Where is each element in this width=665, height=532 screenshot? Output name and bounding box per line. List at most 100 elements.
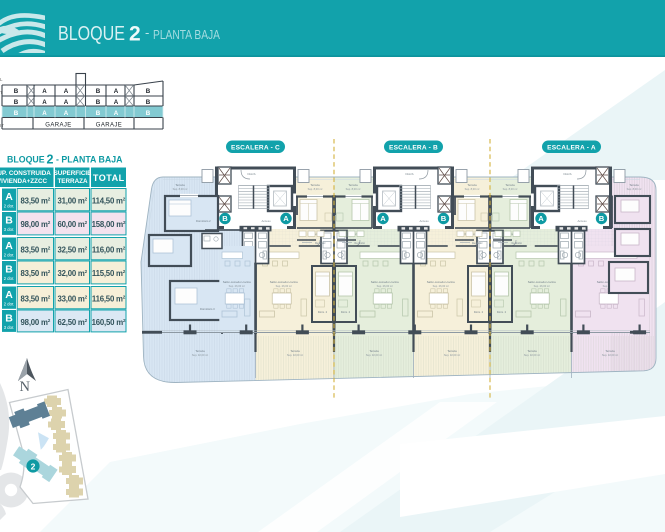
svg-text:PLANTA BAJA: PLANTA BAJA — [153, 28, 221, 42]
svg-text:B: B — [5, 215, 13, 227]
svg-text:Dorm. 2: Dorm. 2 — [341, 310, 351, 314]
svg-text:A: A — [42, 88, 47, 95]
svg-text:2 dor.: 2 dor. — [4, 302, 14, 307]
svg-text:A: A — [380, 214, 386, 223]
svg-text:Dorm. 2: Dorm. 2 — [318, 310, 328, 314]
svg-text:Salón-comedor-cocina: Salón-comedor-cocina — [270, 280, 298, 284]
svg-text:Terraza: Terraza — [175, 183, 185, 187]
svg-text:B: B — [14, 99, 19, 106]
svg-text:Sup. 8,00 m²: Sup. 8,00 m² — [308, 187, 323, 191]
svg-text:Terraza: Terraza — [605, 349, 615, 353]
svg-text:Sup. 26,00 m²: Sup. 26,00 m² — [377, 284, 393, 288]
svg-text:Terraza: Terraza — [369, 349, 379, 353]
svg-text:32,50 m2: 32,50 m2 — [57, 246, 87, 255]
svg-text:A: A — [5, 191, 13, 203]
svg-text:Sup. 26,00 m²: Sup. 26,00 m² — [229, 284, 245, 288]
svg-text:A: A — [538, 214, 544, 223]
svg-text:Terraza: Terraza — [290, 349, 300, 353]
svg-text:BLOQUE: BLOQUE — [7, 155, 45, 165]
svg-text:A: A — [64, 88, 69, 95]
svg-text:Dorm. 2: Dorm. 2 — [474, 310, 484, 314]
svg-text:B: B — [5, 313, 13, 325]
svg-text:B: B — [599, 214, 605, 223]
svg-text:Sup. 8,00 m²: Sup. 8,00 m² — [503, 187, 518, 191]
svg-text:2 dor.: 2 dor. — [4, 276, 14, 281]
svg-text:B: B — [441, 214, 447, 223]
svg-text:TERRAZA: TERRAZA — [57, 178, 88, 185]
svg-text:Salón-comedor-cocina: Salón-comedor-cocina — [427, 280, 455, 284]
svg-text:83,50 m2: 83,50 m2 — [21, 295, 51, 304]
svg-text:B: B — [14, 88, 19, 95]
svg-text:Terraza: Terraza — [527, 349, 537, 353]
svg-text:Distrib.: Distrib. — [564, 172, 573, 176]
svg-text:Salón-comedor-cocina: Salón-comedor-cocina — [528, 280, 556, 284]
svg-text:B: B — [96, 99, 101, 106]
svg-text:115,50 m2: 115,50 m2 — [92, 269, 126, 278]
svg-text:Sup. 32,00 m²: Sup. 32,00 m² — [444, 353, 460, 357]
svg-text:83,50 m2: 83,50 m2 — [21, 246, 51, 255]
svg-text:B: B — [222, 214, 228, 223]
svg-text:L: L — [0, 77, 3, 82]
svg-text:Recibidor: Recibidor — [355, 242, 366, 245]
svg-text:Recibidor: Recibidor — [512, 242, 523, 245]
svg-text:TOTAL: TOTAL — [93, 173, 125, 183]
svg-text:- PLANTA BAJA: - PLANTA BAJA — [56, 155, 123, 165]
svg-text:116,00 m2: 116,00 m2 — [92, 246, 126, 255]
svg-text:Salón-comedor-cocina: Salón-comedor-cocina — [223, 280, 251, 284]
svg-text:Terraza: Terraza — [505, 183, 515, 187]
svg-text:A: A — [64, 99, 69, 106]
svg-text:-: - — [145, 25, 149, 40]
svg-text:Sup. 26,00 m²: Sup. 26,00 m² — [534, 284, 550, 288]
svg-text:83,50 m2: 83,50 m2 — [21, 269, 51, 278]
svg-text:116,50 m2: 116,50 m2 — [92, 295, 126, 304]
svg-text:T: T — [0, 90, 3, 95]
svg-text:Sup. 8,00 m²: Sup. 8,00 m² — [346, 187, 361, 191]
svg-text:Acceso: Acceso — [262, 219, 272, 223]
svg-text:Sup. 32,00 m²: Sup. 32,00 m² — [192, 353, 208, 357]
svg-text:A: A — [283, 214, 289, 223]
svg-text:3 dor.: 3 dor. — [4, 325, 14, 330]
svg-text:Salón-comedor-cocina: Salón-comedor-cocina — [371, 280, 399, 284]
svg-text:158,00 m2: 158,00 m2 — [92, 220, 126, 229]
svg-text:Terraza: Terraza — [629, 183, 639, 187]
svg-text:Sup. 32,00 m²: Sup. 32,00 m² — [287, 353, 303, 357]
svg-text:Terraza: Terraza — [195, 349, 205, 353]
svg-text:2: 2 — [129, 23, 141, 46]
svg-text:IT: IT — [0, 123, 4, 128]
svg-text:2: 2 — [31, 462, 36, 472]
svg-text:98,00 m2: 98,00 m2 — [21, 220, 51, 229]
svg-text:2 dor.: 2 dor. — [4, 253, 14, 258]
svg-text:Dormitorio 3: Dormitorio 3 — [200, 307, 215, 311]
svg-text:Acceso: Acceso — [578, 219, 588, 223]
svg-text:Sup. 8,00 m²: Sup. 8,00 m² — [465, 187, 480, 191]
svg-text:3 dor.: 3 dor. — [4, 227, 14, 232]
svg-text:2 dor.: 2 dor. — [4, 204, 14, 209]
svg-text:114,50 m2: 114,50 m2 — [92, 197, 126, 206]
svg-text:Sup. 32,00 m²: Sup. 32,00 m² — [524, 353, 540, 357]
svg-text:A: A — [114, 110, 119, 117]
svg-text:32,00 m2: 32,00 m2 — [57, 269, 87, 278]
svg-text:2: 2 — [47, 153, 54, 167]
svg-text:VIVIENDA+ZZCC: VIVIENDA+ZZCC — [0, 178, 48, 185]
svg-text:31,00 m2: 31,00 m2 — [57, 197, 87, 206]
svg-text:B: B — [96, 110, 101, 117]
svg-text:ESCALERA - C: ESCALERA - C — [231, 145, 280, 152]
svg-text:Sup. 26,00 m²: Sup. 26,00 m² — [433, 284, 449, 288]
svg-text:33,00 m2: 33,00 m2 — [57, 295, 87, 304]
svg-text:A: A — [42, 99, 47, 106]
svg-text:Sup. 26,00 m²: Sup. 26,00 m² — [276, 284, 292, 288]
svg-text:B: B — [146, 99, 151, 106]
svg-text:62,50 m2: 62,50 m2 — [57, 318, 87, 327]
svg-text:83,50 m2: 83,50 m2 — [21, 197, 51, 206]
svg-text:Sup. 8,00 m²: Sup. 8,00 m² — [627, 187, 642, 191]
svg-text:B: B — [146, 110, 151, 117]
svg-text:Recibidor: Recibidor — [315, 242, 326, 245]
svg-text:Recibidor: Recibidor — [472, 242, 483, 245]
svg-text:Terraza: Terraza — [467, 183, 477, 187]
svg-text:BLOQUE: BLOQUE — [58, 22, 125, 45]
svg-text:A: A — [42, 110, 47, 117]
svg-text:A: A — [5, 289, 13, 301]
svg-text:Terraza: Terraza — [310, 183, 320, 187]
svg-text:Terraza: Terraza — [348, 183, 358, 187]
svg-text:N: N — [20, 379, 31, 395]
